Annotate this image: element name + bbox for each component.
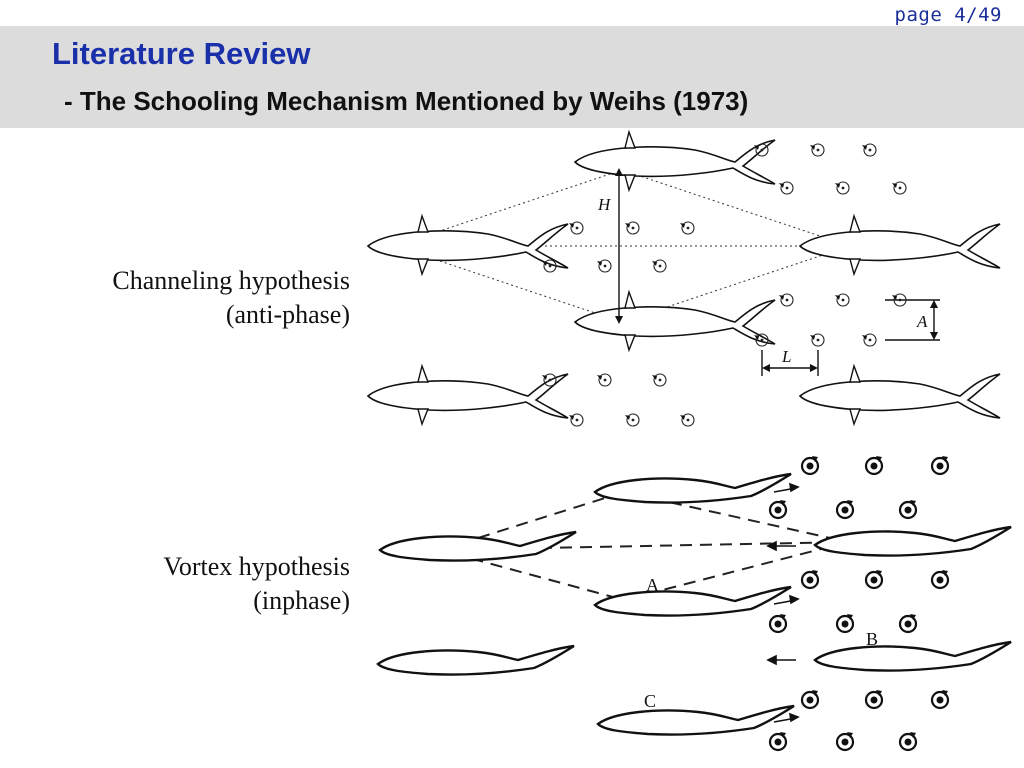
fish-top-center xyxy=(575,132,775,190)
fish-bottom-left xyxy=(368,366,568,424)
channeling-diagram: H A L xyxy=(368,132,1000,426)
fish-bottom-right xyxy=(800,366,1000,424)
fish-mid-right xyxy=(800,216,1000,274)
label-a: A xyxy=(646,575,659,595)
fish-b-lower-left xyxy=(378,646,574,675)
fish-b-left xyxy=(380,532,576,561)
fish-lower-center xyxy=(575,292,775,350)
label-h: H xyxy=(597,195,612,214)
fish-b-lower-right xyxy=(815,642,1011,671)
label-c: C xyxy=(644,691,656,711)
fish-mid-left xyxy=(368,216,568,274)
label-b: B xyxy=(866,629,878,649)
vortex-street-bottom xyxy=(770,456,948,750)
vortex-diagram: A B C xyxy=(378,456,1011,750)
flow-arrows xyxy=(768,484,798,722)
fish-b-top xyxy=(595,474,791,503)
label-l: L xyxy=(781,347,791,366)
label-a-amplitude: A xyxy=(916,312,928,331)
fish-b-right xyxy=(815,527,1011,556)
fish-b-bottom xyxy=(598,706,794,735)
fish-b-middle xyxy=(595,587,791,616)
